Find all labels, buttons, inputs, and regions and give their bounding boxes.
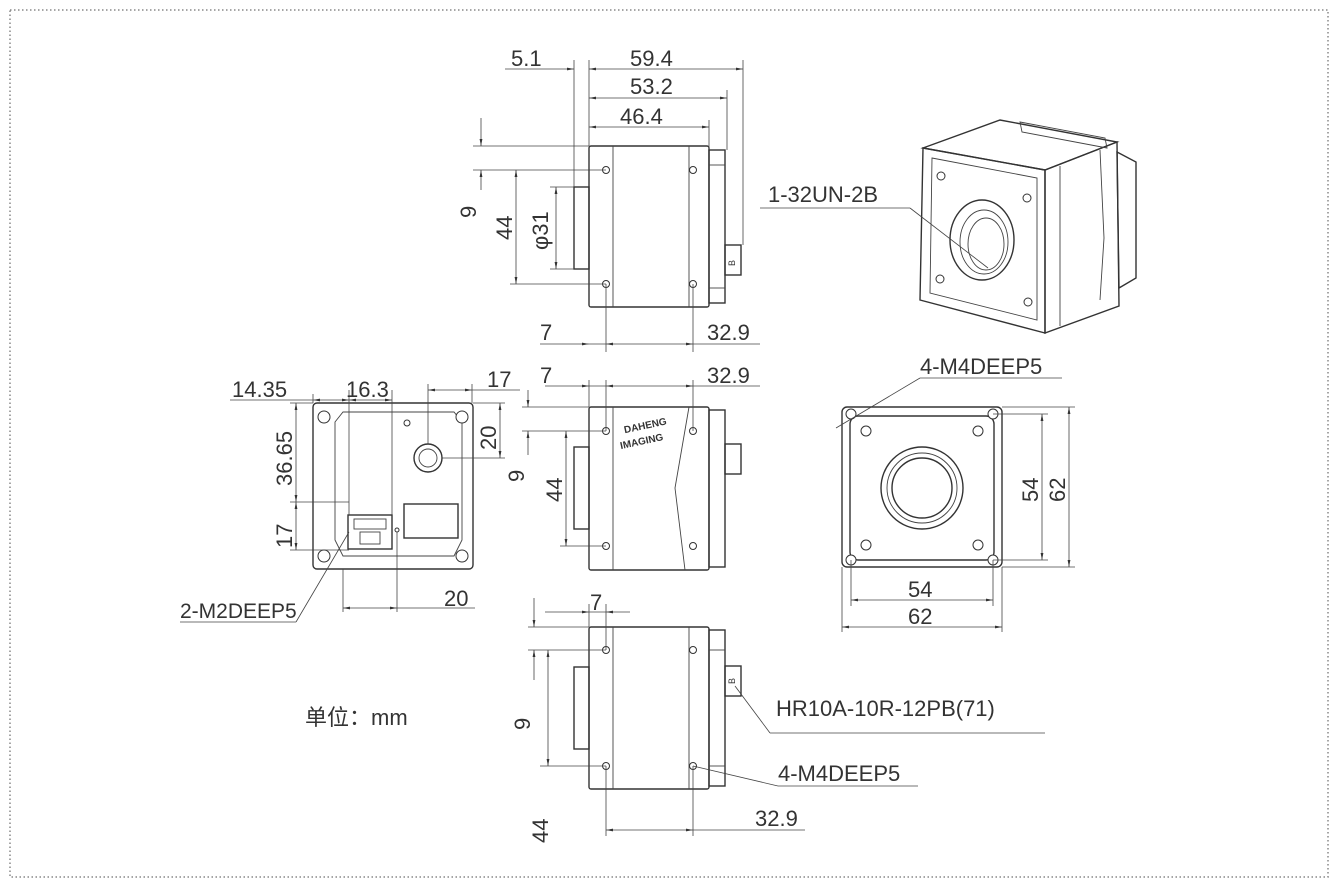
dim-44: 44 [492, 216, 517, 240]
isometric-view: 1-32UN-2B [760, 119, 1137, 335]
callout-connector: HR10A-10R-12PB(71) [776, 696, 995, 721]
svg-text:B: B [727, 260, 737, 266]
dim-54-h: 54 [908, 577, 932, 602]
dim-62-v: 62 [1045, 478, 1070, 502]
callout-front-holes: 4-M4DEEP5 [920, 354, 1042, 379]
dim-44-mid: 44 [542, 478, 567, 502]
dim-5.1: 5.1 [511, 46, 542, 71]
dim-7-bottom: 7 [590, 590, 602, 615]
dim-32.9: 32.9 [707, 320, 750, 345]
rear-view: 14.35 16.3 17 36.65 17 20 20 2-M2DEEP5 [180, 367, 520, 623]
dim-17: 17 [487, 367, 511, 392]
dim-9-bottom: 9 [510, 718, 535, 730]
rear-plate [312, 402, 474, 570]
page-frame [9, 9, 1329, 878]
dim-17-v: 17 [272, 524, 297, 548]
rear-cover [708, 149, 726, 304]
dim-dia31: φ31 [528, 211, 553, 250]
dim-20-v: 20 [476, 426, 501, 450]
dim-32.9-bottom: 32.9 [755, 806, 798, 831]
lens-mount [573, 186, 590, 270]
side-view-bottom: B 7 9 44 32.9 HR10A-10R-12PB(71) 4-M4DEE… [510, 590, 1045, 843]
dim-44-bottom: 44 [528, 819, 553, 843]
side-view-middle: DAHENG IMAGING 7 32.9 9 44 [504, 363, 760, 571]
side-view-top: B 5.1 59.4 53.2 46.4 9 44 [456, 46, 760, 352]
rj45-port [347, 514, 393, 550]
dim-46.4: 46.4 [620, 104, 663, 129]
dim-9: 9 [456, 206, 481, 218]
unit-note: 单位：mm [305, 705, 408, 730]
dim-20: 20 [444, 586, 468, 611]
dim-54-v: 54 [1018, 478, 1043, 502]
dim-16.3: 16.3 [346, 377, 389, 402]
front-view: 4-M4DEEP5 54 62 54 62 [835, 354, 1075, 632]
dim-7-mid: 7 [540, 363, 552, 388]
dim-53.2: 53.2 [630, 74, 673, 99]
callout-side-holes: 4-M4DEEP5 [778, 761, 900, 786]
dim-32.9-mid: 32.9 [707, 363, 750, 388]
connector [724, 244, 742, 276]
dim-36.65: 36.65 [272, 431, 297, 486]
dim-59.4: 59.4 [630, 46, 673, 71]
callout-rear-holes: 2-M2DEEP5 [180, 600, 297, 623]
dim-9-mid: 9 [504, 470, 529, 482]
dim-62-h: 62 [908, 604, 932, 629]
callout-thread: 1-32UN-2B [768, 182, 878, 207]
svg-text:B: B [727, 678, 737, 684]
dim-14.35: 14.35 [232, 377, 287, 402]
dim-7: 7 [540, 320, 552, 345]
